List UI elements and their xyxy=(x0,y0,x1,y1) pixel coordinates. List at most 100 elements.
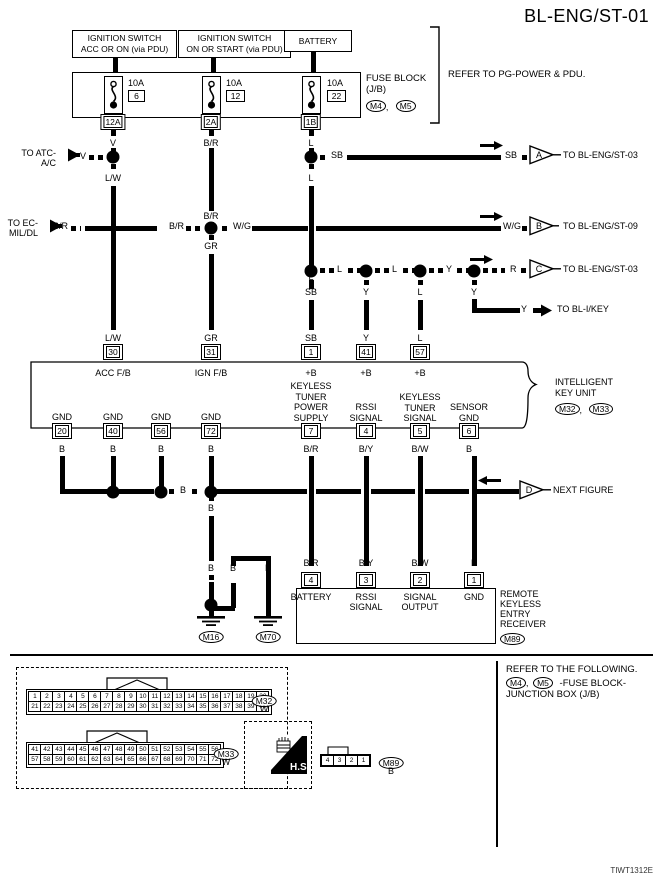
junction-dot-l-sb-2 xyxy=(304,264,318,277)
wire-label-b-recv: B xyxy=(470,558,478,568)
source-box-ignition-on-start xyxy=(178,30,291,58)
wire-sb-dashed-left xyxy=(320,154,327,160)
ground-symbol-m16-icon xyxy=(197,616,225,626)
wire-label-l-lower: L xyxy=(308,272,314,282)
wire-label-b-drop: B xyxy=(207,503,215,513)
wire-label-l-bottom: L xyxy=(417,333,423,343)
wire-lw-dashed xyxy=(110,164,116,173)
connector-color-m32: W xyxy=(259,704,269,714)
wire-label-sb-right: SB xyxy=(505,150,518,160)
wire-m70-vertical xyxy=(265,556,271,618)
iku-pin-72: 72 xyxy=(201,423,221,439)
fuse-terminal-12a: 12A xyxy=(100,114,126,130)
iku-pin-56: 56 xyxy=(151,423,171,439)
fuse-symbol-2 xyxy=(202,76,221,114)
wire-l-dashed-mid xyxy=(308,164,314,173)
receiver-name-line4: RECEIVER xyxy=(500,619,547,629)
connector-view-panel xyxy=(16,667,288,789)
fuse-number-3: 22 xyxy=(327,90,346,102)
wire-gnd-20-vertical xyxy=(59,456,65,494)
wire-gnd-bus-1 xyxy=(119,489,154,494)
connector-badge-m89-view: M89 xyxy=(378,756,404,769)
wire-l-dashed-drop xyxy=(417,280,423,285)
wire-label-wg-right: W/G xyxy=(503,221,521,231)
iku-toplabel-ign-fb: IGN F/B xyxy=(194,368,228,378)
fuse-terminal-1b-label: 1B xyxy=(303,116,319,128)
fuse-symbol-1 xyxy=(104,76,123,114)
wire-label-l-drop: L xyxy=(417,287,423,297)
iku-pin-5: 5 xyxy=(410,423,430,439)
wire-stub-1b xyxy=(308,130,314,136)
wire-m70-link-v2 xyxy=(230,556,236,566)
junction-dot-gnd-3 xyxy=(204,485,218,498)
wire-label-v-top: V xyxy=(109,138,117,148)
footer-connector-badge-m4: M4 xyxy=(506,677,526,689)
connector-color-m89: B xyxy=(387,766,395,776)
wire-y-dash-2 xyxy=(457,268,471,273)
connector-badge-m32: M32 xyxy=(555,402,580,415)
hs-panel xyxy=(244,721,312,789)
wire-l-dashed-lower xyxy=(308,284,314,289)
iku-botlabel-gnd-40: GND xyxy=(103,412,123,422)
wire-label-lw-bottom: L/W xyxy=(104,333,122,343)
connector-letter-a: A xyxy=(535,150,543,160)
wire-br-left-solid xyxy=(85,225,157,231)
arrow-to-bl-ikey-icon xyxy=(533,304,552,317)
source-label-ignition-on-start-line2: ON OR START (via PDU) xyxy=(186,44,283,54)
fuse-rating-2: 10A xyxy=(226,78,243,88)
flow-arrow-wg-icon xyxy=(480,212,503,221)
wire-y2-horizontal xyxy=(471,308,520,313)
wire-gnd-bus-6 xyxy=(474,489,519,494)
fuse-block-label-line1: FUSE BLOCK xyxy=(366,73,427,84)
wire-by-receiver-vertical xyxy=(363,456,369,566)
wire-label-br-top: B/R xyxy=(203,138,219,148)
wire-gnd-elbow xyxy=(59,489,112,494)
iku-pin-20: 20 xyxy=(52,423,72,439)
wire-l-dash-4 xyxy=(403,268,416,273)
iku-pin-57-label: 57 xyxy=(413,346,427,358)
iku-pin-40-label: 40 xyxy=(106,425,120,437)
iku-pin-4: 4 xyxy=(356,423,376,439)
wire-label-lw: L/W xyxy=(104,173,122,183)
iku-pin-56-label: 56 xyxy=(154,425,168,437)
wire-label-by-4: B/Y xyxy=(358,444,374,454)
iku-pin-5-label: 5 xyxy=(413,425,427,437)
iku-pin-31: 31 xyxy=(201,344,221,360)
fuse-terminal-1b: 1B xyxy=(300,114,322,130)
wire-sb-vertical xyxy=(308,300,314,330)
wire-label-sb-left: SB xyxy=(331,150,344,160)
receiver-body-outline xyxy=(296,588,496,644)
receiver-name-line3: ENTRY xyxy=(500,609,531,619)
receiver-pin-3: 3 xyxy=(356,572,376,588)
connector-sep: , xyxy=(385,102,389,112)
wire-wg-solid-1 xyxy=(252,225,308,231)
wire-b-drop-vertical xyxy=(208,516,214,561)
wire-gnd-56-vertical xyxy=(158,456,164,488)
source-label-ignition-acc-line1: IGNITION SWITCH xyxy=(87,33,162,43)
source-label-ignition-acc-line2: ACC OR ON (via PDU) xyxy=(80,44,169,54)
wire-l-dash-3 xyxy=(375,268,389,273)
footer-note-text2: JUNCTION BOX (J/B) xyxy=(506,689,600,700)
receiver-pin-3-label: 3 xyxy=(359,574,373,586)
hs-label: H.S. xyxy=(290,762,307,773)
iku-toplabel-acc-fb: ACC F/B xyxy=(95,368,131,378)
iku-pin-6: 6 xyxy=(459,423,479,439)
wire-label-br-mid: B/R xyxy=(203,211,219,221)
wire-gnd-dash-1 xyxy=(169,489,178,494)
receiver-name-line2: KEYLESS xyxy=(500,599,542,609)
footer-note-text1: -FUSE BLOCK- xyxy=(559,677,627,689)
wire-label-y-seg1: Y xyxy=(446,264,453,274)
iku-toplabel-b2: +B xyxy=(360,368,372,378)
junction-dot-gnd-2 xyxy=(154,485,168,498)
wire-l-dash-2 xyxy=(348,268,362,273)
wire-label-v-left: V xyxy=(79,151,86,161)
receiver-pin-1: 1 xyxy=(464,572,484,588)
wire-r-dash xyxy=(483,268,505,273)
wire-label-gr-bottom: GR xyxy=(204,333,218,343)
connector-triangle-d-icon xyxy=(519,479,551,500)
hs-hand-icon: H.S. xyxy=(271,736,307,774)
fuse-terminal-12a-label: 12A xyxy=(103,116,123,128)
wire-gr-dashed xyxy=(208,235,214,240)
